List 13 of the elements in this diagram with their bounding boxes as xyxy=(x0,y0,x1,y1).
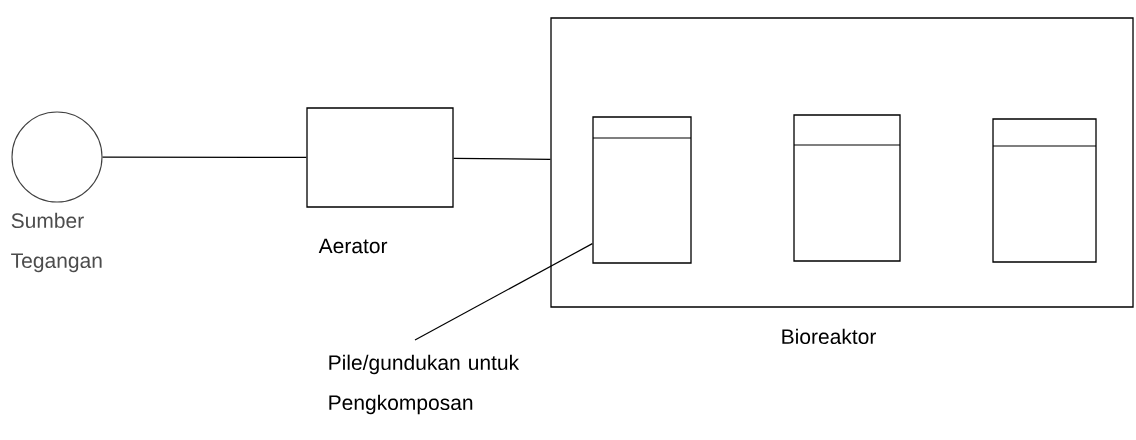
node-label: Bioreaktor xyxy=(782,328,876,345)
pile-box xyxy=(992,118,1097,263)
connector-line xyxy=(101,156,307,158)
callout-text: Pile/gundukan untuk Pengkomposan xyxy=(329,354,520,415)
aerator-box xyxy=(306,107,454,208)
pile-box xyxy=(793,114,901,262)
bioreactor-box xyxy=(550,17,1134,308)
node-label: Aerator xyxy=(318,238,388,254)
connector-line xyxy=(453,157,551,160)
pile-box xyxy=(592,116,692,264)
circle-symbol xyxy=(11,111,103,203)
leader-line xyxy=(414,243,593,341)
node-label: Sumber Tegangan xyxy=(11,212,102,273)
